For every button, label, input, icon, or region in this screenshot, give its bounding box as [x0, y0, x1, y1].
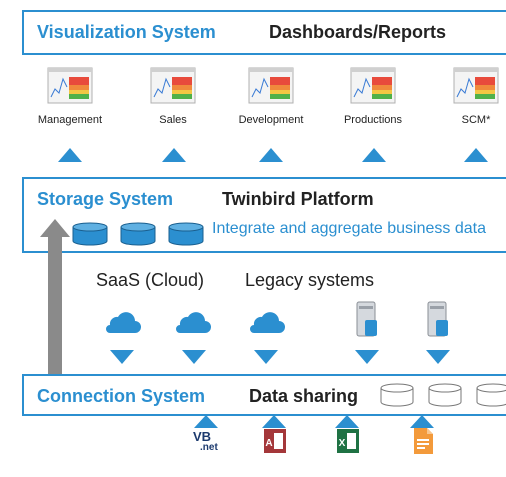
database-icon: [72, 222, 108, 246]
html-file-icon: [414, 428, 433, 454]
access-icon: A: [264, 429, 286, 453]
database-outline-icon: [428, 383, 462, 407]
vbnet-label-bottom: .net: [200, 442, 218, 453]
down-arrow-icon: [254, 350, 278, 364]
down-arrow-icon: [182, 350, 206, 364]
storage-system-subtitle: Twinbird Platform: [222, 189, 374, 209]
cloud-icon: [176, 312, 211, 333]
data-flow-arrow-head: [40, 219, 70, 237]
server-icon: [356, 301, 377, 337]
up-arrow-icon: [335, 415, 359, 428]
visualization-system-subtitle: Dashboards/Reports: [269, 22, 447, 42]
up-arrow-icon: [162, 148, 186, 162]
connection-system-band: Connection System Data sharing: [22, 374, 506, 416]
up-arrow-icon: [362, 148, 386, 162]
excel-icon: X: [337, 429, 359, 453]
server-icon: [427, 301, 448, 337]
up-arrow-icon: [410, 415, 434, 428]
dashboard-thumbnail-icon: [453, 67, 499, 104]
dashboard-label: Productions: [343, 114, 403, 126]
connection-system-subtitle: Data sharing: [249, 386, 359, 406]
dashboard-thumbnail-icon: [150, 67, 196, 104]
up-arrow-icon: [259, 148, 283, 162]
down-arrow-icon: [426, 350, 450, 364]
data-flow-arrow: [48, 236, 62, 374]
saas-label: SaaS (Cloud): [96, 270, 205, 290]
legacy-systems-label: Legacy systems: [245, 270, 375, 290]
dashboard-label: Development: [238, 114, 304, 126]
vbnet-label-top: VB: [193, 429, 212, 444]
up-arrow-icon: [464, 148, 488, 162]
database-icon: [168, 222, 204, 246]
down-arrow-icon: [110, 350, 134, 364]
up-arrow-icon: [262, 415, 286, 428]
dashboard-label: SCM*: [461, 114, 491, 126]
database-outline-icon: [380, 383, 414, 407]
svg-text:X: X: [339, 438, 346, 449]
cloud-icon: [106, 312, 141, 333]
visualization-system-title: Visualization System: [37, 22, 216, 42]
vbnet-icon: VB .net: [193, 430, 223, 458]
dashboard-thumbnail-icon: [248, 67, 294, 104]
database-outline-icon: [476, 383, 506, 407]
up-arrow-icon: [194, 415, 218, 428]
dashboard-thumbnail-icon: [350, 67, 396, 104]
down-arrow-icon: [355, 350, 379, 364]
dashboard-label: Sales: [159, 114, 187, 126]
svg-text:A: A: [265, 438, 272, 449]
up-arrow-icon: [58, 148, 82, 162]
storage-system-title: Storage System: [37, 189, 174, 209]
dashboard-thumbnail-icon: [47, 67, 93, 104]
cloud-icon: [250, 312, 285, 333]
storage-note: Integrate and aggregate business data: [212, 220, 486, 237]
visualization-system-band: Visualization System Dashboards/Reports: [22, 10, 506, 55]
connection-system-title: Connection System: [37, 386, 206, 406]
dashboard-label: Management: [37, 114, 103, 126]
database-icon: [120, 222, 156, 246]
